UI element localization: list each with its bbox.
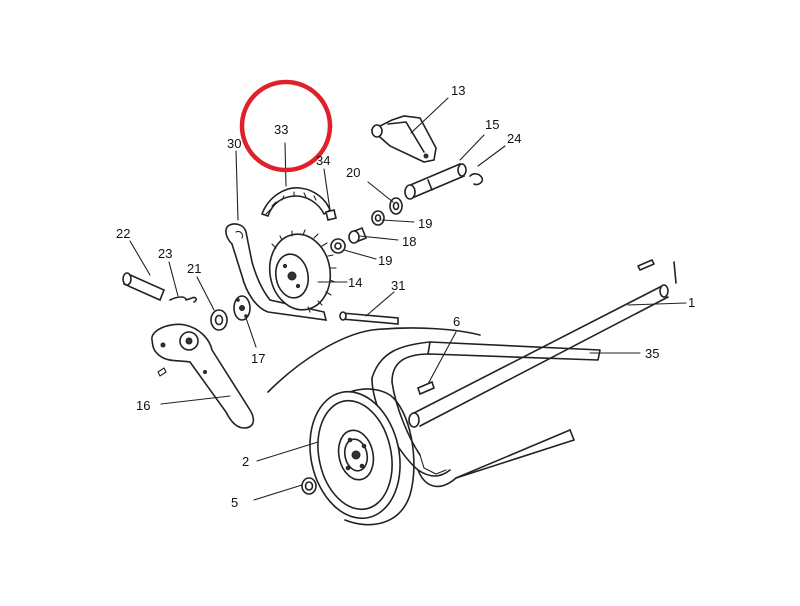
part-labels: 1 2 5 6 13 14 15 16 17 18 19 19 20 21 22… — [116, 83, 695, 510]
clip-24 — [469, 173, 484, 186]
label-33: 33 — [274, 122, 288, 137]
spring-22 — [122, 272, 166, 302]
bracket-13 — [370, 115, 437, 163]
washer-21 — [210, 309, 228, 331]
label-31: 31 — [391, 278, 405, 293]
main-shaft — [408, 259, 677, 428]
label-6: 6 — [453, 314, 460, 329]
highlight-circle — [239, 79, 333, 173]
label-24: 24 — [507, 131, 521, 146]
label-16: 16 — [136, 398, 150, 413]
chain-case-16 — [151, 323, 255, 429]
label-13: 13 — [451, 83, 465, 98]
pin-6 — [417, 380, 435, 396]
clip-23 — [169, 296, 197, 303]
label-34: 34 — [316, 153, 330, 168]
label-30: 30 — [227, 136, 241, 151]
label-18: 18 — [402, 234, 416, 249]
pin-31 — [339, 311, 399, 325]
bushing-19a — [371, 210, 385, 226]
label-14: 14 — [348, 275, 362, 290]
sprocket-17 — [233, 295, 251, 321]
label-35: 35 — [645, 346, 659, 361]
label-5: 5 — [231, 495, 238, 510]
label-21: 21 — [187, 261, 201, 276]
washer-5 — [301, 477, 317, 495]
label-17: 17 — [251, 351, 265, 366]
shaft-15 — [404, 162, 467, 200]
guard-34 — [260, 187, 337, 221]
label-1: 1 — [688, 295, 695, 310]
label-19-lower: 19 — [378, 253, 392, 268]
housing-arc — [267, 327, 481, 393]
leader-lines — [129, 97, 687, 501]
lever-30 — [225, 223, 328, 321]
label-22: 22 — [116, 226, 130, 241]
label-2: 2 — [242, 454, 249, 469]
label-23: 23 — [158, 246, 172, 261]
sprocket-14 — [268, 229, 337, 313]
bushing-19b — [330, 238, 346, 254]
label-15: 15 — [485, 117, 499, 132]
housing-35 — [371, 341, 601, 488]
bushing-18 — [348, 226, 368, 244]
label-20: 20 — [346, 165, 360, 180]
wheel-2 — [309, 388, 415, 526]
label-19-upper: 19 — [418, 216, 432, 231]
